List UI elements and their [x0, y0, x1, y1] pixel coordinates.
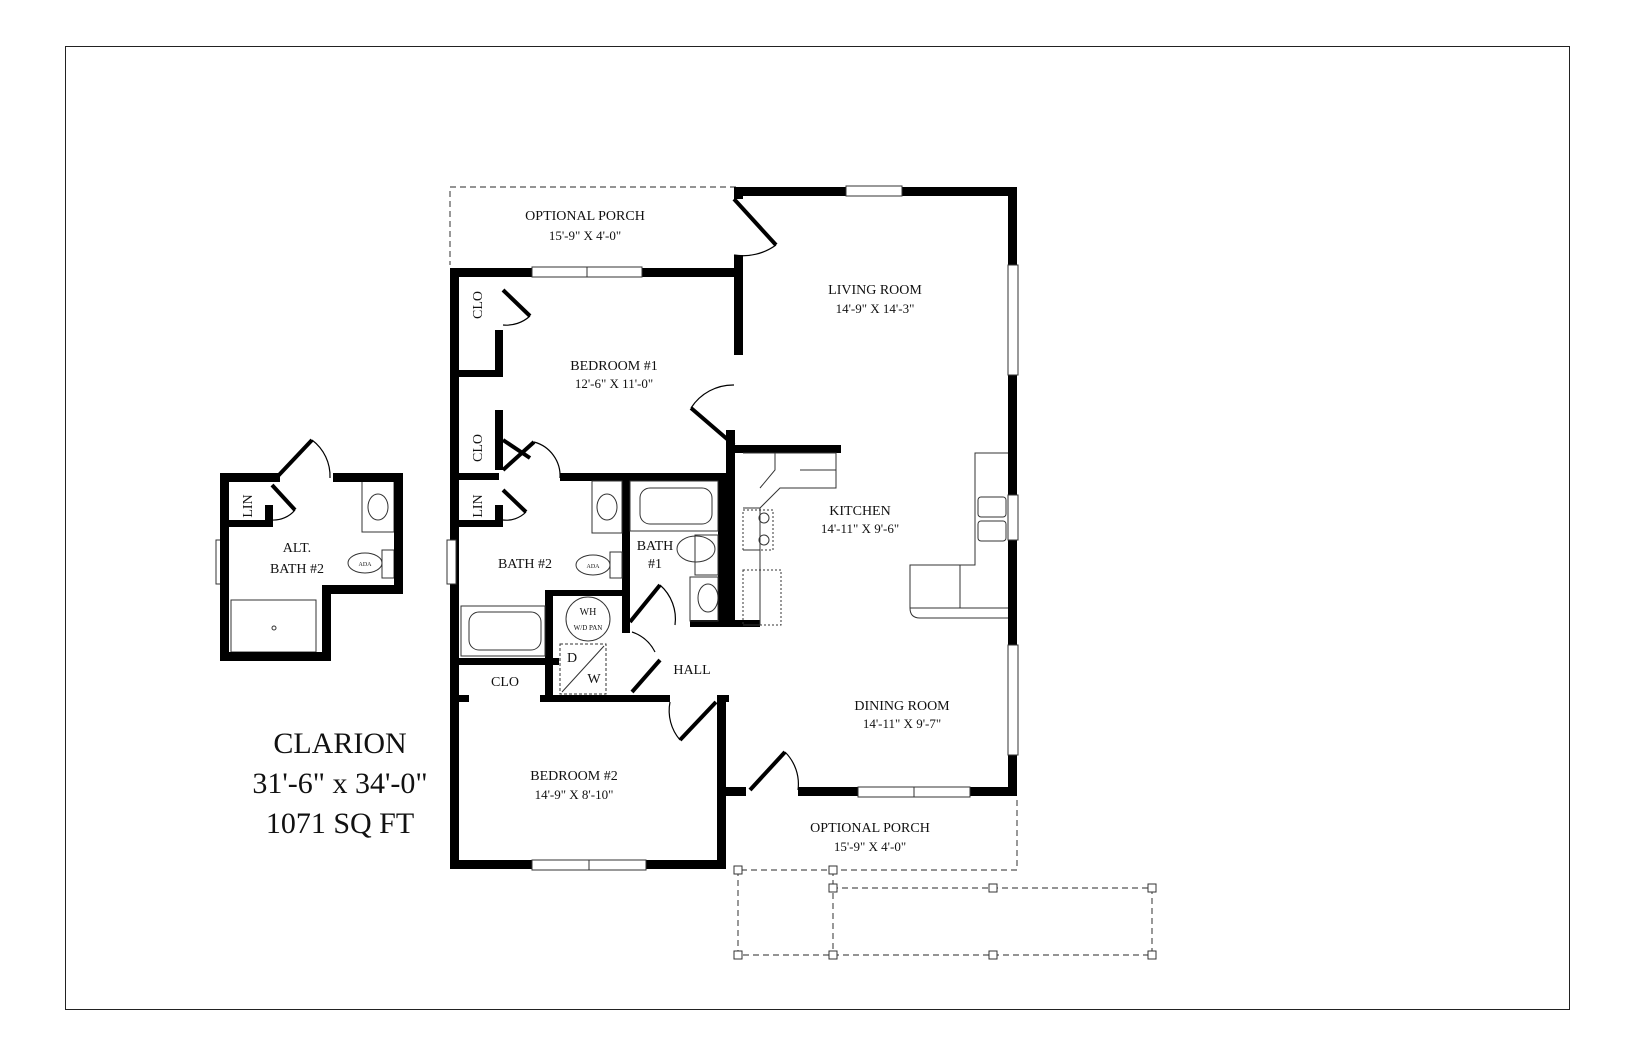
bath1-label-line1: BATH [637, 539, 674, 554]
porch-top-outline [449, 186, 736, 265]
bedroom1-size: 12'-6" X 11'-0" [575, 376, 653, 391]
porch-top-label: OPTIONAL PORCH [525, 209, 645, 224]
bedroom1-label: BEDROOM #1 [570, 359, 658, 374]
clo-label-middle: CLO [471, 434, 486, 462]
bedroom2-size: 14'-9" X 8'-10" [535, 787, 614, 802]
living-room-label: LIVING ROOM [828, 283, 922, 298]
doors [270, 197, 799, 792]
hall-label: HALL [673, 663, 710, 678]
ada-toilet-label: ADA [587, 564, 601, 570]
porch-posts [733, 865, 1157, 960]
clo-label-top: CLO [471, 291, 486, 319]
alt-bath-walls [220, 473, 403, 661]
exterior-walls [450, 187, 1017, 869]
kitchen-size: 14'-11" X 9'-6" [821, 521, 899, 536]
plan-area: 1071 SQ FT [265, 807, 415, 840]
interior-walls [459, 330, 760, 702]
porch-bottom-outline [737, 800, 1153, 956]
plan-name: CLARION [273, 727, 407, 760]
bath2-label: BATH #2 [498, 557, 552, 572]
bedroom2-label: BEDROOM #2 [530, 769, 618, 784]
dining-room-size: 14'-11" X 9'-7" [863, 716, 941, 731]
plan-dimensions: 31'-6" x 34'-0" [252, 767, 428, 800]
windows [215, 185, 1019, 871]
kitchen-label: KITCHEN [829, 504, 890, 519]
porch-bottom-size: 15'-9" X 4'-0" [834, 839, 906, 854]
alt-bath-label-line1: ALT. [283, 541, 311, 556]
dryer-label: D [567, 651, 577, 666]
porch-top-size: 15'-9" X 4'-0" [549, 228, 621, 243]
dining-room-label: DINING ROOM [854, 699, 950, 714]
washer-label: W [587, 672, 601, 687]
living-room-size: 14'-9" X 14'-3" [836, 301, 915, 316]
porch-bottom-label: OPTIONAL PORCH [810, 821, 930, 836]
room-labels: OPTIONAL PORCH 15'-9" X 4'-0" LIVING ROO… [241, 209, 950, 854]
alt-lin-label: LIN [241, 494, 256, 517]
water-heater-label: WH [580, 607, 597, 618]
clo-label-bottom: CLO [491, 675, 519, 690]
drawing-border [65, 46, 1570, 1010]
plan-title-block: CLARION 31'-6" x 34'-0" 1071 SQ FT [240, 724, 440, 844]
kitchen-cabinets [742, 452, 1008, 626]
alt-bath-label-line2: BATH #2 [270, 562, 324, 577]
wd-pan-label: W/D PAN [574, 624, 603, 632]
alt-ada-toilet-label: ADA [359, 562, 373, 568]
lin-label: LIN [471, 494, 486, 517]
bath1-label-line2: #1 [648, 557, 662, 572]
bath-fixtures [230, 479, 719, 695]
